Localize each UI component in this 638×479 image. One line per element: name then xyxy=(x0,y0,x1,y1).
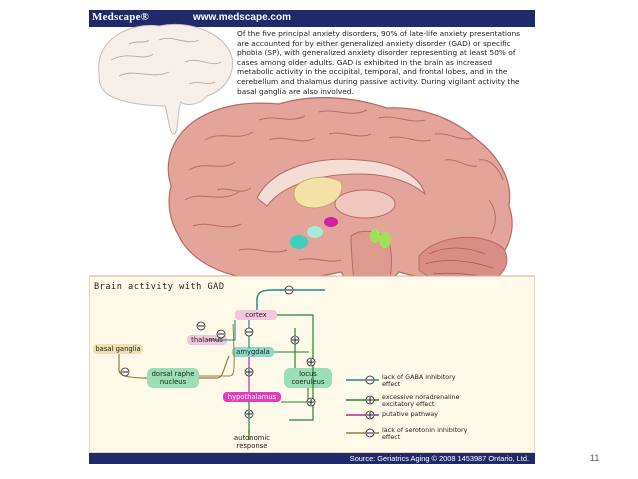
amygdala-node-bg xyxy=(232,347,274,357)
hypothalamus-node-bg xyxy=(223,392,281,402)
medscape-banner: Medscape® www.medscape.com xyxy=(89,10,535,27)
autonomic-response-node: autonomic response xyxy=(233,434,270,450)
page-number: 11 xyxy=(590,453,600,463)
basal-ganglia-node-bg xyxy=(93,344,143,354)
locus-node-bg xyxy=(284,368,332,388)
source-footer: Source: Geriatrics Aging © 2008 1453987 … xyxy=(89,453,535,464)
dorsal-raphe-node-bg xyxy=(147,368,199,388)
medscape-url: www.medscape.com xyxy=(193,12,291,23)
slide-caption: Of the five principal anxiety disorders,… xyxy=(237,29,521,96)
slide-image: Medscape® www.medscape.com xyxy=(89,10,535,464)
legend-serotonin: lack of serotonin inhibitory effect xyxy=(382,426,468,442)
diagram-title: Brain activity with GAD xyxy=(94,282,225,292)
legend-gaba: lack of GABA inhibitory effect xyxy=(382,373,456,389)
legend-lines xyxy=(346,375,379,438)
cortex-node-bg xyxy=(235,310,277,320)
thalamus-node: thalamus xyxy=(191,336,223,344)
legend-noradrenaline: excessive noradrenaline excitatory effec… xyxy=(382,393,460,409)
locus-coeruleus-node: locus coeruleus xyxy=(291,370,325,386)
dorsal-raphe-node: dorsal raphe nucleus xyxy=(151,370,195,386)
basal-ganglia-node: basal ganglia xyxy=(95,345,141,353)
brain-illustration xyxy=(89,23,535,454)
small-brain-icon xyxy=(98,23,234,135)
cortex-node: cortex xyxy=(245,311,267,319)
medscape-logo: Medscape® xyxy=(92,11,150,23)
hypothalamus-node: hypothalamus xyxy=(227,393,277,401)
gad-diagram-panel xyxy=(89,275,535,454)
legend-putative: putative pathway xyxy=(382,410,439,418)
amygdala-node: amygdala xyxy=(236,348,270,356)
